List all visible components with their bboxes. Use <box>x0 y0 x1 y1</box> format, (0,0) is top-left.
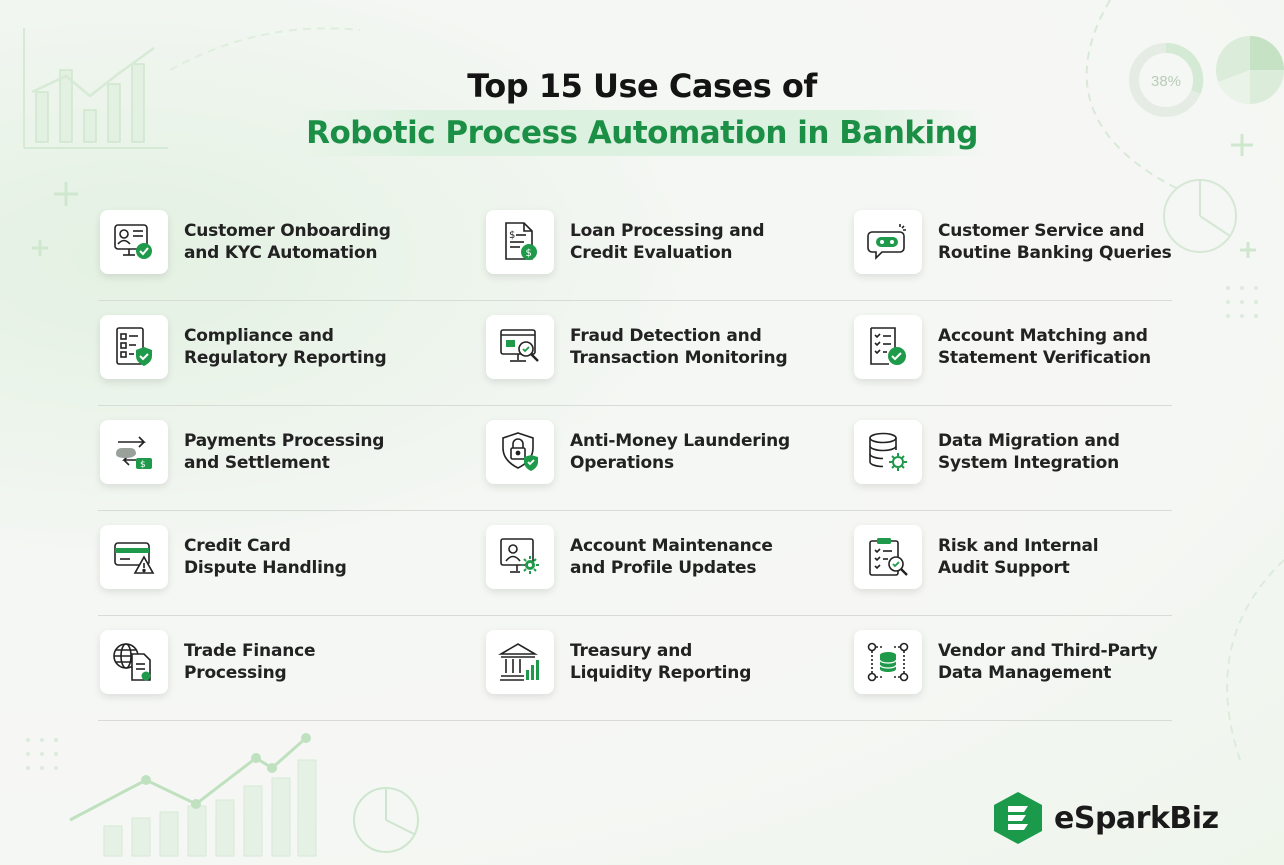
use-case-item: Customer Service and Routine Banking Que… <box>854 210 1178 274</box>
use-case-item: Risk and Internal Audit Support <box>854 525 1178 589</box>
use-case-label: Customer Onboarding and KYC Automation <box>184 221 391 263</box>
svg-text:$: $ <box>140 460 146 470</box>
use-case-label: Data Migration and System Integration <box>938 431 1120 473</box>
card-warning-icon <box>100 525 168 589</box>
use-case-row: Credit Card Dispute Handling Account Mai… <box>98 511 1172 616</box>
clipboard-search-icon <box>854 525 922 589</box>
use-case-row: Compliance and Regulatory Reporting Frau… <box>98 301 1172 406</box>
use-case-label: Loan Processing and Credit Evaluation <box>570 221 765 263</box>
database-gear-icon <box>854 420 922 484</box>
use-case-item: Account Maintenance and Profile Updates <box>486 525 800 589</box>
use-case-item: Customer Onboarding and KYC Automation <box>100 210 414 274</box>
use-case-item: Fraud Detection and Transaction Monitori… <box>486 315 800 379</box>
use-case-item: Account Matching and Statement Verificat… <box>854 315 1178 379</box>
line-chart-icon <box>69 733 317 857</box>
data-network-icon <box>854 630 922 694</box>
use-case-label: Anti-Money Laundering Operations <box>570 431 790 473</box>
use-case-item: Data Migration and System Integration <box>854 420 1178 484</box>
use-case-row: Customer Onboarding and KYC Automation $… <box>98 196 1172 301</box>
use-case-row: $ Payments Processing and Settlement Ant… <box>98 406 1172 511</box>
use-case-label: Customer Service and Routine Banking Que… <box>938 221 1172 263</box>
id-card-check-icon <box>100 210 168 274</box>
svg-text:$: $ <box>526 248 532 259</box>
esparkbiz-logo-icon <box>994 792 1042 844</box>
use-case-item: Compliance and Regulatory Reporting <box>100 315 414 379</box>
use-case-item: Vendor and Third-Party Data Management <box>854 630 1178 694</box>
use-case-label: Treasury and Liquidity Reporting <box>570 641 752 683</box>
monitor-search-icon <box>486 315 554 379</box>
use-case-item: Trade Finance Processing <box>100 630 414 694</box>
payment-arrows-icon: $ <box>100 420 168 484</box>
chatbot-icon <box>854 210 922 274</box>
checklist-verify-icon <box>854 315 922 379</box>
use-case-item: $ Payments Processing and Settlement <box>100 420 414 484</box>
page-subtitle: Robotic Process Automation in Banking <box>294 110 990 156</box>
page-header: Top 15 Use Cases of Robotic Process Auto… <box>0 64 1284 156</box>
profile-gear-icon <box>486 525 554 589</box>
use-case-item: Anti-Money Laundering Operations <box>486 420 800 484</box>
use-case-label: Vendor and Third-Party Data Management <box>938 641 1158 683</box>
use-case-label: Compliance and Regulatory Reporting <box>184 326 387 368</box>
brand-logo: eSparkBiz <box>990 790 1219 846</box>
svg-text:$: $ <box>509 230 515 241</box>
use-case-label: Payments Processing and Settlement <box>184 431 385 473</box>
use-case-label: Risk and Internal Audit Support <box>938 536 1099 578</box>
use-case-label: Account Maintenance and Profile Updates <box>570 536 773 578</box>
lock-shield-icon <box>486 420 554 484</box>
loan-document-icon: $ $ <box>486 210 554 274</box>
use-case-label: Trade Finance Processing <box>184 641 316 683</box>
pie-outline-icon <box>353 787 419 853</box>
bank-chart-icon <box>486 630 554 694</box>
use-case-label: Fraud Detection and Transaction Monitori… <box>570 326 788 368</box>
use-case-item: $ $ Loan Processing and Credit Evaluatio… <box>486 210 800 274</box>
brand-name: eSparkBiz <box>1054 800 1219 836</box>
use-case-item: Treasury and Liquidity Reporting <box>486 630 800 694</box>
use-case-row: Trade Finance Processing Treasury and <box>98 616 1172 721</box>
checklist-shield-icon <box>100 315 168 379</box>
use-case-item: Credit Card Dispute Handling <box>100 525 414 589</box>
page-title: Top 15 Use Cases of <box>467 67 817 105</box>
use-case-label: Credit Card Dispute Handling <box>184 536 347 578</box>
use-case-label: Account Matching and Statement Verificat… <box>938 326 1151 368</box>
globe-document-icon <box>100 630 168 694</box>
use-case-grid: Customer Onboarding and KYC Automation $… <box>98 196 1172 721</box>
